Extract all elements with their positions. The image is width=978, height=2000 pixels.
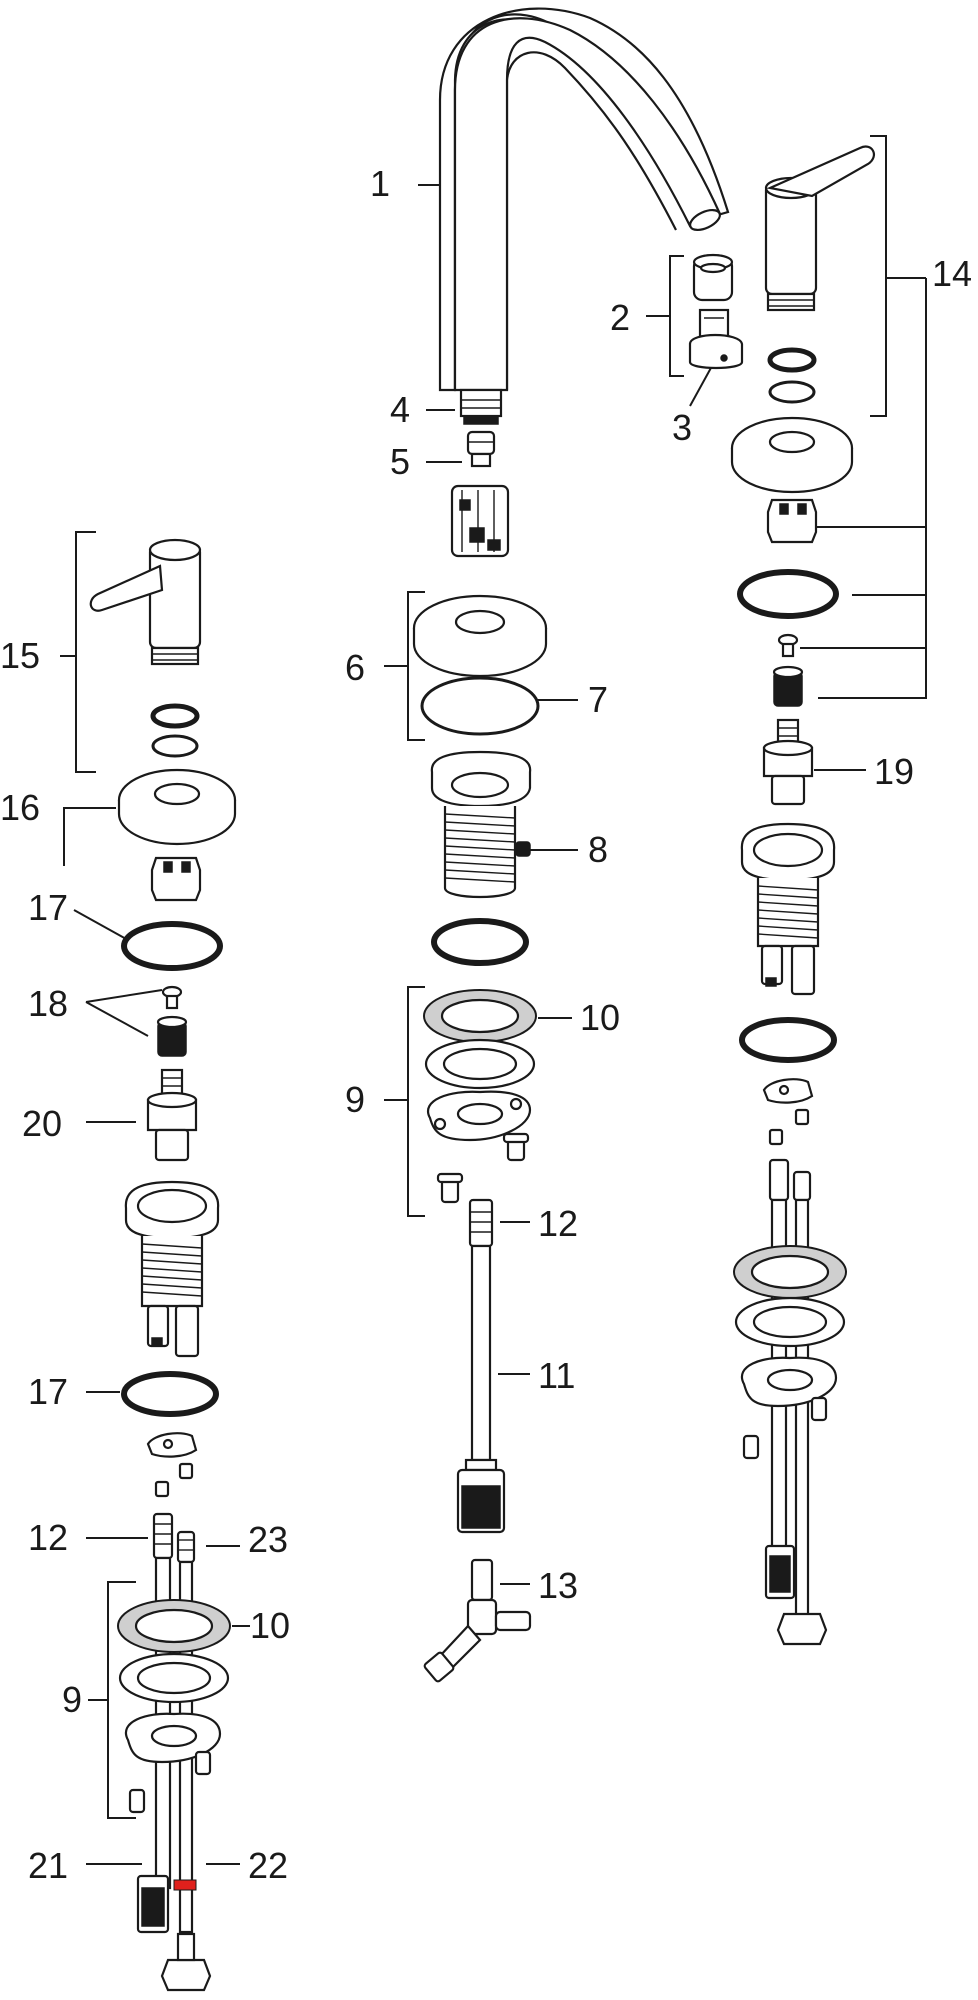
callout-5: 5	[390, 441, 410, 482]
callout-9: 9	[345, 1079, 365, 1120]
riser-pipe-part-11	[456, 1198, 506, 1534]
oring-right-2	[737, 569, 839, 619]
callout-10: 10	[580, 997, 620, 1038]
washer-gray-left-part-10b	[117, 1599, 231, 1653]
callout-8: 8	[588, 829, 608, 870]
adapter-right	[766, 498, 818, 544]
callout-18: 18	[28, 983, 68, 1024]
callout-12: 12	[538, 1203, 578, 1244]
washer-white-right	[734, 1296, 846, 1348]
cartridge-part-19	[762, 718, 814, 806]
callout-17b: 17	[28, 1371, 68, 1412]
escutcheon-left-part-16	[117, 768, 237, 846]
aerator-key-part-3	[688, 308, 744, 370]
oring-left-1	[150, 703, 200, 729]
center-column-parts	[412, 7, 730, 1683]
clip-bracket-right	[762, 1078, 814, 1104]
spout-coupling	[450, 484, 510, 558]
callout-17: 17	[28, 887, 68, 928]
oring-left-part-17	[121, 921, 223, 971]
callout-12b: 12	[28, 1517, 68, 1558]
screw-center-a	[502, 1132, 530, 1162]
washer-gray-right	[733, 1245, 847, 1299]
handle-right-part-14	[764, 145, 875, 312]
threaded-shank-part-8	[430, 750, 532, 899]
callout-16: 16	[0, 787, 40, 828]
right-column-parts	[688, 145, 875, 1646]
callout-6: 6	[345, 647, 365, 688]
callout-7: 7	[588, 679, 608, 720]
handle-left-part-15	[89, 538, 202, 666]
screws-left-lower	[128, 1750, 212, 1814]
fixing-plate-left	[124, 1712, 222, 1764]
cartridge-part-20	[146, 1068, 198, 1162]
callout-4: 4	[390, 389, 410, 430]
left-column-parts	[89, 538, 237, 1992]
callout-15: 15	[0, 635, 40, 676]
oring-part-7	[420, 676, 540, 736]
callout-9b: 9	[62, 1679, 82, 1720]
valve-body-left	[124, 1180, 220, 1358]
callout-23: 23	[248, 1519, 288, 1560]
spout-insert-part-5	[466, 430, 496, 468]
callout-21: 21	[28, 1845, 68, 1886]
oring-left-part-17b	[121, 1371, 219, 1417]
spout-part-1	[438, 7, 730, 425]
t-connector-part-13	[423, 1558, 532, 1683]
callout-3: 3	[672, 407, 692, 448]
callout-22: 22	[248, 1845, 288, 1886]
screw-center-b	[436, 1172, 464, 1204]
screws-right	[768, 1108, 810, 1146]
clip-right	[768, 380, 816, 404]
aerator-part-2	[692, 253, 734, 302]
fixing-plate-right	[740, 1356, 838, 1408]
oring-black-center	[431, 918, 529, 966]
washer-white-center	[424, 1038, 536, 1090]
callout-2: 2	[610, 297, 630, 338]
callout-14: 14	[932, 253, 972, 294]
oring-right-3	[739, 1017, 837, 1063]
screw-right	[777, 633, 799, 658]
washer-part-10	[423, 989, 537, 1043]
callout-20: 20	[22, 1103, 62, 1144]
callout-19: 19	[874, 751, 914, 792]
escutcheon-part-6	[412, 594, 548, 678]
screws-left	[154, 1462, 194, 1498]
spline-insert-left	[156, 1015, 188, 1057]
adapter-left	[150, 856, 202, 902]
clip-bracket-left	[146, 1432, 198, 1458]
oring-right-1	[767, 347, 817, 373]
escutcheon-right	[730, 416, 854, 494]
spline-insert-right	[772, 665, 804, 707]
callout-13: 13	[538, 1565, 578, 1606]
screws-right-lower	[742, 1396, 828, 1460]
screw-left-part-18	[161, 985, 183, 1010]
fixing-plate-center	[427, 1090, 532, 1142]
clip-left	[151, 734, 199, 758]
callout-11: 11	[538, 1355, 575, 1396]
callout-labels: 1 2 3 4 5 6 7 8 9 10 11 12 13 14 15 16 1…	[0, 163, 972, 1886]
valve-body-right	[740, 822, 836, 996]
washer-white-left	[118, 1652, 230, 1704]
callout-1: 1	[370, 163, 390, 204]
hose-ends-left	[152, 1512, 196, 1564]
callout-10b: 10	[250, 1605, 290, 1646]
